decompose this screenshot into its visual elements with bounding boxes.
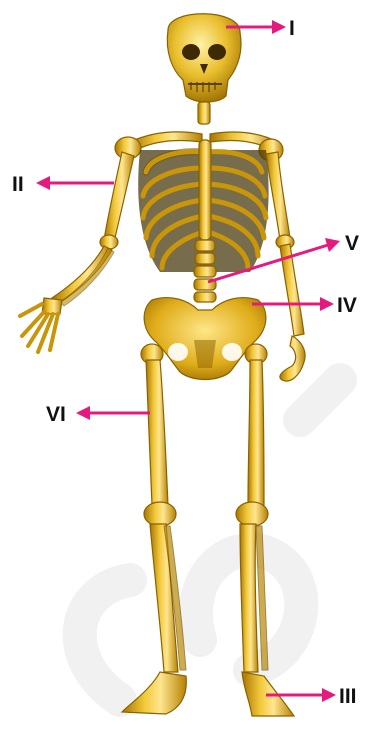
label-humerus: II [12, 173, 24, 196]
label-pelvis: IV [337, 294, 357, 317]
label-skull: I [289, 17, 295, 40]
spine [194, 240, 216, 302]
watermark [80, 380, 340, 700]
left-leg [122, 344, 186, 714]
pelvis [144, 298, 266, 380]
rib-cage [138, 140, 268, 272]
arrow-humerus [36, 176, 114, 190]
right-arm [266, 152, 305, 381]
skull [167, 14, 241, 124]
label-femur: VI [46, 403, 66, 426]
arrow-femur [76, 406, 150, 420]
label-foot: III [339, 685, 357, 708]
label-spine: V [345, 232, 359, 255]
